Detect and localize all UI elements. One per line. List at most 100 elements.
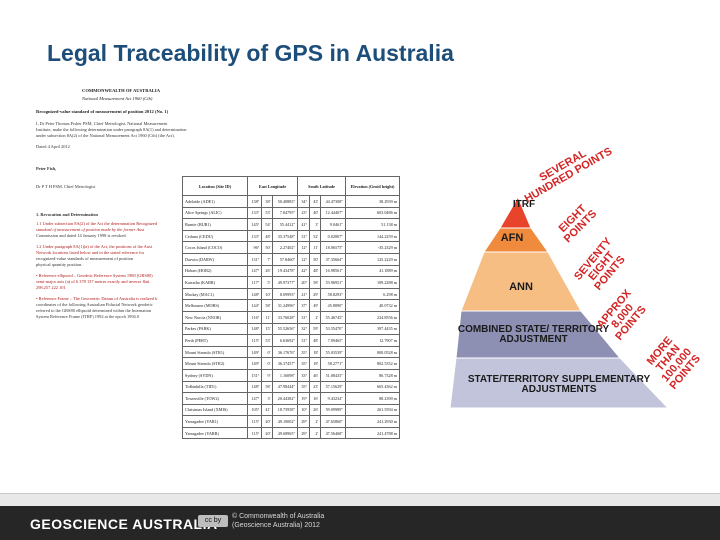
- table-cell-value: 19.43478": [272, 264, 299, 278]
- table-cell-value: 3': [309, 218, 322, 231]
- table-cell-value: 47.98444": [272, 380, 299, 394]
- table-cell-location: Perth (PERT): [182, 334, 248, 347]
- table-cell-value: 36.17676": [272, 345, 299, 359]
- doc-header-act: National Measurement Act 1960 (Cth): [82, 96, 153, 101]
- table-cell-value: 397.4435 m: [345, 322, 400, 336]
- table-cell-value: 37°: [297, 299, 311, 312]
- table-cell-value: 41.1889 m: [345, 264, 400, 278]
- table-cell-value: 116°: [246, 310, 263, 324]
- table-cell-value: 133°: [246, 206, 263, 220]
- table-cell-value: 234.8556 m: [345, 310, 400, 324]
- label-afn: AFN: [500, 232, 524, 245]
- doc-line: 1.1 Under subsection 8A(2) of the Act th…: [36, 221, 157, 226]
- table-row: Alice Springs (ALIC)133°53'7.84795"23°40…: [182, 206, 400, 220]
- table-cell-location: Darwin (DARW): [182, 252, 248, 266]
- table-cell-value: 5': [261, 276, 274, 289]
- table-cell-value: 18.75958": [272, 403, 299, 417]
- table-cell-value: 145°: [246, 218, 263, 231]
- table-cell-value: 53': [261, 206, 274, 220]
- table-cell-value: 86.7328 m: [345, 368, 400, 382]
- copyright-notice: © Commonwealth of Australia (Geoscience …: [232, 512, 324, 530]
- table-cell-value: 58': [261, 299, 274, 312]
- table-row: Tidbinbilla (TID1)148°58'47.98444"35°23'…: [182, 380, 400, 394]
- table-cell-location: Sydney (SYDN): [182, 368, 248, 382]
- table-row: Mackay (MAC1)148°10'8.09993"21°29'58.829…: [182, 287, 400, 301]
- table-cell-value: 38': [261, 195, 274, 208]
- table-cell-value: 7.84795": [272, 206, 299, 220]
- table-cell-value: 29': [309, 287, 322, 301]
- table-cell-value: 15': [261, 322, 274, 336]
- table-row: Hobart (HOB2)147°26'19.43478"42°48'16.98…: [182, 264, 400, 278]
- table-cell-value: 105°: [246, 403, 263, 417]
- column-header-elevation: Elevation (Geoid height): [345, 176, 400, 196]
- table-cell-value: 0.02807": [320, 229, 346, 243]
- doc-date: Dated 4 April 2012: [36, 144, 70, 149]
- doc-line: semi-major axis (a) of 6 378 137 metres …: [36, 279, 150, 284]
- doc-bullet-line: • Reference ellipsoid – Geodetic Referen…: [36, 273, 153, 278]
- table-cell-value: 49.68965": [272, 426, 299, 440]
- table-header-row: Location (Site ID) East Longitude South …: [182, 176, 400, 196]
- table-cell-location: Karratha (KARR): [182, 276, 248, 289]
- table-cell-location: Mount Stromlo (STR1): [182, 345, 248, 359]
- table-cell-value: 8.09993": [272, 287, 299, 301]
- table-cell-location: Townsville (TOW2): [182, 392, 248, 405]
- table-cell-location: Adelaide (ADE1): [182, 195, 248, 208]
- doc-line: System Reference Frame (ITRF) 1992 at th…: [36, 314, 140, 319]
- doc-line: I, Dr Peter Thomas Fisher PSM, Chief Met…: [36, 121, 168, 126]
- table-cell-location: Parkes (PARK): [182, 322, 248, 336]
- table-row: Sydney (SYDN)151°9'1.16098"33°46'51.0843…: [182, 368, 400, 382]
- table-cell-value: 29°: [297, 415, 311, 428]
- table-cell-value: 26': [261, 264, 274, 278]
- table-row: Mount Stromlo (STR1)149°0'36.17676"35°18…: [182, 345, 400, 359]
- table-row: Perth (PERT)115°53'6.63692"31°48'7.09465…: [182, 334, 400, 347]
- doc-line: physical quantity position.: [36, 262, 83, 267]
- doc-signatory: Dr P T H PSM, Chief Metrologist: [36, 184, 96, 189]
- label-combined-adjustment: COMBINED STATE/ TERRITORY ADJUSTMENT: [457, 323, 610, 345]
- table-cell-location: Yarragadee (YARR): [182, 426, 248, 440]
- table-cell-value: 20.44382": [272, 392, 299, 405]
- table-cell-value: 36.37457": [272, 357, 299, 370]
- table-cell-location: Mackay (MAC1): [182, 287, 248, 301]
- table-cell-value: 7': [261, 252, 274, 266]
- table-cell-value: 149°: [246, 357, 263, 370]
- table-cell-value: 54': [261, 218, 274, 231]
- table-cell-value: 31°: [297, 334, 311, 347]
- table-cell-value: 241.4788 m: [345, 426, 400, 440]
- doc-line: Commission and dated 14 January 1998 is …: [36, 233, 127, 238]
- table-cell-value: 7.09465": [320, 334, 346, 347]
- table-cell-value: 138°: [246, 195, 263, 208]
- table-cell-value: 23': [309, 380, 322, 394]
- table-cell-value: 55.46745": [320, 310, 346, 324]
- table-cell-value: 23°: [297, 206, 311, 220]
- table-cell-value: 57.15629": [320, 380, 346, 394]
- table-row: Mount Stromlo (STR2)149°0'36.37457"35°18…: [182, 357, 400, 370]
- doc-line: 1.2 Under paragraph 8A(1)(a) of the Act,…: [36, 244, 152, 249]
- table-cell-value: 43': [309, 195, 322, 208]
- table-cell-location: Mount Stromlo (STR2): [182, 357, 248, 370]
- table-row: Parkes (PARK)148°15'55.52656"32°59'53.55…: [182, 322, 400, 336]
- table-cell-value: 125.2229 m: [345, 252, 400, 266]
- table-cell-value: 48': [309, 334, 322, 347]
- table-cell-value: 2': [309, 310, 322, 324]
- table-row: Karratha (KARR)117°5'49.97377"20°58'53.9…: [182, 276, 400, 289]
- table-cell-value: 1.16098": [272, 368, 299, 382]
- table-cell-value: 2': [309, 415, 322, 428]
- table-cell-value: 800.0528 m: [345, 345, 400, 359]
- table-cell-value: 117°: [246, 276, 263, 289]
- table-cell-value: 42°: [297, 264, 311, 278]
- table-cell-value: 31°: [297, 229, 311, 243]
- table-cell-value: 18.06575": [320, 241, 346, 254]
- table-cell-value: 802.5352 m: [345, 357, 400, 370]
- label-itrf: ITRF: [512, 198, 536, 210]
- table-cell-value: 50': [261, 241, 274, 254]
- label-supplementary-adjustments: STATE/TERRITORY SUPPLEMENTARY ADJUSTMENT…: [467, 373, 651, 395]
- table-cell-value: 45.8890": [320, 299, 346, 312]
- table-cell-value: 50.40883": [272, 195, 299, 208]
- table-cell-value: 19°: [297, 392, 311, 405]
- datum-hierarchy-pyramid: ITRF AFN ANN COMBINED STATE/ TERRITORY A…: [450, 140, 720, 440]
- table-row: Townsville (TOW2)147°3'20.44382"19°16'9.…: [182, 392, 400, 405]
- table-cell-value: 665.4362 m: [345, 380, 400, 394]
- table-cell-value: 148°: [246, 322, 263, 336]
- table-cell-value: 109.2288 m: [345, 276, 400, 289]
- pyramid-level-supplementary: [450, 357, 670, 409]
